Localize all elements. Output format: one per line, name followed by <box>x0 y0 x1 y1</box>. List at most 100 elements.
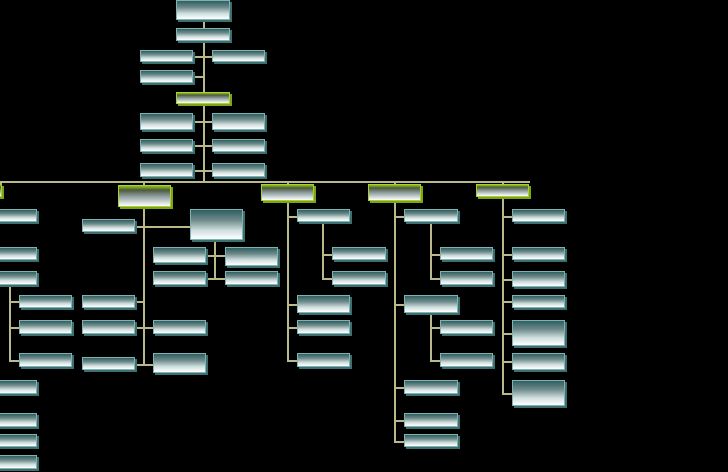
org-node[interactable] <box>82 357 135 370</box>
connector-line <box>193 76 203 78</box>
connector-line <box>287 181 289 186</box>
org-node[interactable] <box>0 434 37 447</box>
org-node[interactable] <box>82 295 135 308</box>
connector-line <box>9 301 19 303</box>
connector-line <box>135 226 190 228</box>
connector-line <box>502 333 512 335</box>
org-node[interactable] <box>212 139 265 152</box>
org-node[interactable] <box>140 113 193 130</box>
connector-line <box>394 216 404 218</box>
org-node[interactable] <box>0 413 37 427</box>
connector-line <box>193 56 212 58</box>
org-node[interactable] <box>512 380 565 406</box>
connector-line <box>9 285 11 362</box>
org-node[interactable] <box>512 320 565 346</box>
org-node[interactable] <box>512 295 565 308</box>
org-node[interactable] <box>512 353 565 370</box>
org-node[interactable] <box>404 295 458 313</box>
org-node[interactable] <box>512 271 565 287</box>
connector-line <box>502 361 512 363</box>
connector-line <box>502 279 512 281</box>
connector-line <box>430 254 440 256</box>
org-node[interactable] <box>176 28 230 41</box>
connector-line <box>287 304 297 306</box>
org-node-highlighted[interactable] <box>0 184 2 197</box>
org-node[interactable] <box>512 209 565 222</box>
org-node[interactable] <box>82 219 135 232</box>
org-node[interactable] <box>140 163 193 177</box>
org-node[interactable] <box>153 247 206 263</box>
connector-line <box>9 360 19 362</box>
org-node[interactable] <box>140 50 193 62</box>
org-node[interactable] <box>140 70 193 83</box>
org-node[interactable] <box>440 353 493 367</box>
connector-line <box>143 181 145 186</box>
connector-line <box>394 441 404 443</box>
connector-line <box>394 181 396 186</box>
org-node[interactable] <box>82 320 135 334</box>
org-node[interactable] <box>176 0 230 20</box>
org-node[interactable] <box>0 455 37 469</box>
org-node[interactable] <box>212 163 265 177</box>
org-node[interactable] <box>0 209 37 222</box>
connector-line <box>394 420 404 422</box>
connector-line <box>502 216 512 218</box>
connector-line <box>0 181 2 186</box>
org-node[interactable] <box>19 353 72 367</box>
org-node[interactable] <box>19 295 72 308</box>
org-node[interactable] <box>297 295 350 313</box>
org-node[interactable] <box>225 271 278 285</box>
org-node[interactable] <box>0 247 37 260</box>
org-node[interactable] <box>332 247 386 260</box>
connector-line <box>193 145 212 147</box>
connector-line <box>193 170 212 172</box>
org-node-highlighted[interactable] <box>476 184 529 197</box>
org-node[interactable] <box>512 247 565 260</box>
org-node[interactable] <box>332 271 386 285</box>
connector-line <box>430 313 432 360</box>
connector-line <box>193 121 212 123</box>
org-node[interactable] <box>440 271 493 285</box>
org-node[interactable] <box>19 320 72 334</box>
connector-line <box>430 278 440 280</box>
connector-line <box>287 201 289 362</box>
org-node[interactable] <box>404 380 458 394</box>
org-node[interactable] <box>404 434 458 447</box>
org-node[interactable] <box>440 320 493 334</box>
connector-line <box>206 278 225 280</box>
connector-line <box>287 216 297 218</box>
org-node-highlighted[interactable] <box>176 92 230 104</box>
connector-line <box>394 304 404 306</box>
org-node[interactable] <box>404 413 458 427</box>
connector-line <box>206 255 225 257</box>
org-node[interactable] <box>297 320 350 334</box>
org-node[interactable] <box>140 139 193 152</box>
org-node[interactable] <box>212 50 265 62</box>
org-node[interactable] <box>440 247 493 260</box>
connector-line <box>322 278 332 280</box>
org-node-highlighted[interactable] <box>368 184 421 201</box>
connector-line <box>394 387 404 389</box>
org-node[interactable] <box>153 353 206 373</box>
org-node[interactable] <box>297 353 350 367</box>
org-node-highlighted[interactable] <box>118 185 171 207</box>
org-node[interactable] <box>404 209 458 222</box>
org-node[interactable] <box>153 320 206 334</box>
org-node[interactable] <box>153 271 206 285</box>
org-node[interactable] <box>212 113 265 130</box>
connector-line <box>430 327 440 329</box>
org-node[interactable] <box>0 271 37 285</box>
connector-line <box>430 360 440 362</box>
org-node[interactable] <box>190 209 243 240</box>
connector-line <box>430 222 432 280</box>
connector-line <box>502 181 504 186</box>
org-node[interactable] <box>297 209 350 222</box>
connector-line <box>502 254 512 256</box>
org-node[interactable] <box>0 380 37 394</box>
org-node[interactable] <box>225 247 278 266</box>
connector-line <box>287 327 297 329</box>
connector-line <box>9 327 19 329</box>
org-node-highlighted[interactable] <box>261 184 314 201</box>
connector-line <box>502 301 512 303</box>
